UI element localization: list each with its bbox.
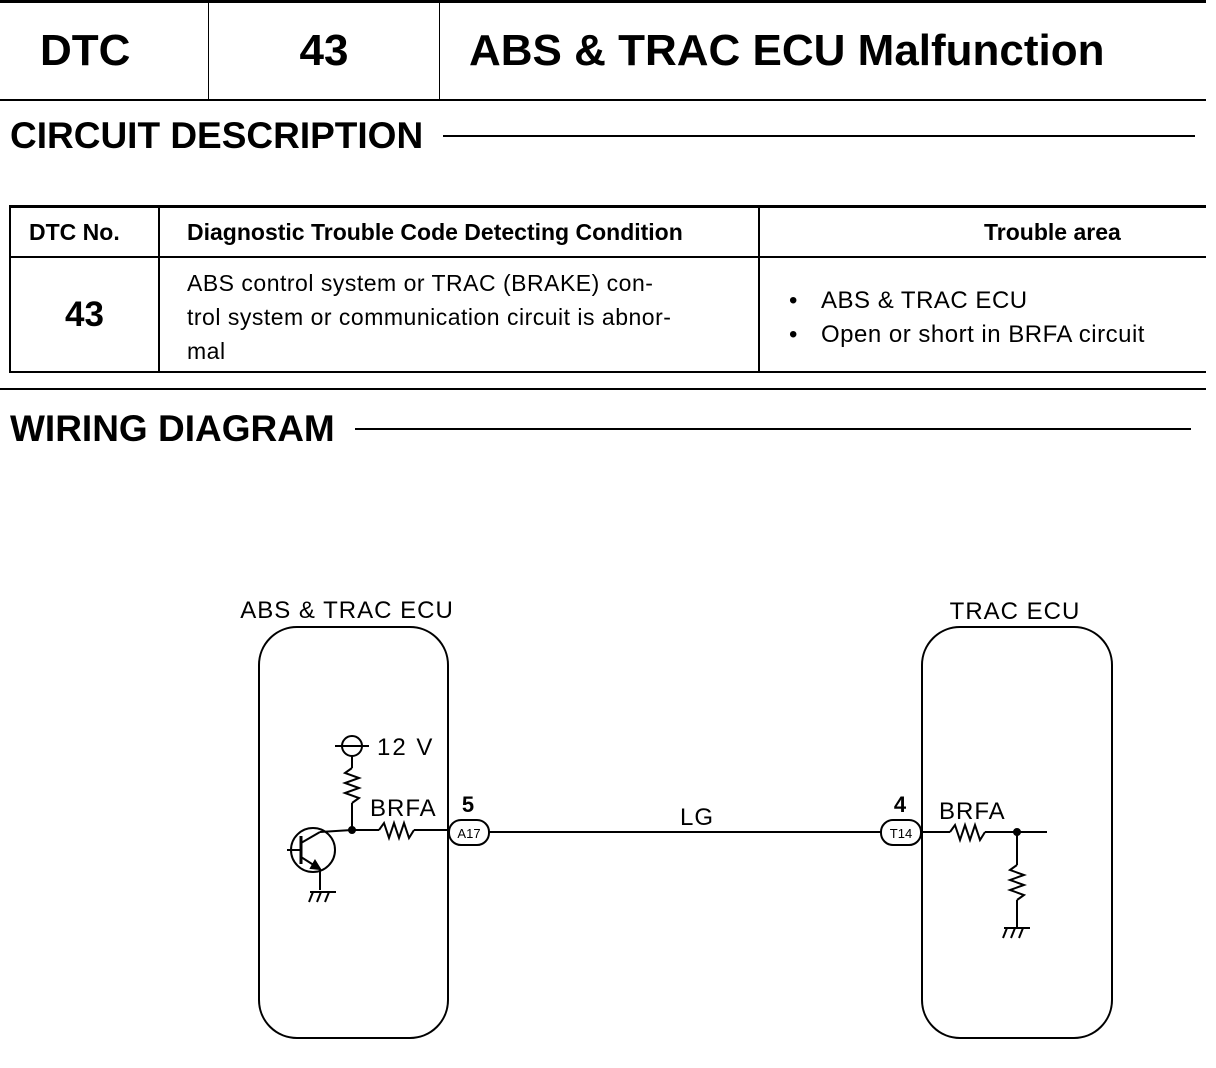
connector-t14-icon (880, 819, 922, 846)
left-connector-label: A17 (457, 826, 480, 841)
pullup-resistor-icon (342, 767, 362, 804)
row-condition: ABS control system or TRAC (BRAKE) con- … (187, 266, 747, 368)
circuit-description-heading: CIRCUIT DESCRIPTION (10, 115, 1196, 157)
abs-trac-ecu-label: ABS & TRAC ECU (240, 597, 454, 624)
series-resistor-icon (949, 821, 986, 844)
trouble-area-item: •ABS & TRAC ECU (789, 284, 1145, 318)
circuit-description-title: CIRCUIT DESCRIPTION (10, 115, 424, 156)
section-rule (354, 428, 1191, 430)
dtc-title: ABS & TRAC ECU Malfunction (469, 26, 1105, 75)
right-connector-label: T14 (890, 826, 912, 841)
row-dtc-no: 43 (65, 294, 104, 334)
section-rule (443, 135, 1196, 137)
table-header-rule (11, 256, 1206, 258)
transistor-icon (287, 827, 353, 890)
right-signal-label: BRFA (939, 798, 1006, 825)
bullet-icon: • (789, 321, 798, 348)
condition-line: trol system or communication circuit is … (187, 304, 672, 330)
bullet-icon: • (789, 287, 798, 314)
wiring-diagram-heading: WIRING DIAGRAM (10, 408, 1191, 450)
trouble-area-item: •Open or short in BRFA circuit (789, 318, 1145, 352)
wire-color-label: LG (680, 804, 714, 831)
column-header-trouble-area: Trouble area (984, 218, 1121, 245)
table-divider (158, 208, 160, 371)
dtc-label: DTC (0, 3, 209, 99)
wiring-diagram-title: WIRING DIAGRAM (10, 408, 335, 449)
ground-icon (308, 891, 336, 903)
left-signal-label: BRFA (370, 795, 437, 822)
dtc-code: 43 (209, 3, 440, 99)
supply-12v-icon (335, 735, 369, 757)
dtc-header: DTC 43 ABS & TRAC ECU Malfunction (0, 0, 1206, 101)
column-header-dtc-no: DTC No. (29, 218, 120, 245)
column-header-condition: Diagnostic Trouble Code Detecting Condit… (187, 218, 683, 245)
row-trouble-area: •ABS & TRAC ECU •Open or short in BRFA c… (789, 284, 1145, 352)
condition-line: ABS control system or TRAC (BRAKE) con- (187, 270, 654, 296)
section-separator (0, 388, 1206, 390)
pulldown-resistor-icon (1007, 864, 1027, 901)
condition-line: mal (187, 338, 226, 364)
dtc-table: DTC No. Diagnostic Trouble Code Detectin… (9, 205, 1206, 373)
left-pin-number: 5 (462, 792, 474, 817)
table-divider (758, 208, 760, 371)
supply-voltage-label: 12 V (377, 734, 434, 761)
right-pin-number: 4 (894, 792, 907, 817)
trac-ecu-label: TRAC ECU (950, 598, 1081, 625)
ground-icon (1002, 927, 1030, 939)
series-resistor-icon (378, 819, 415, 842)
